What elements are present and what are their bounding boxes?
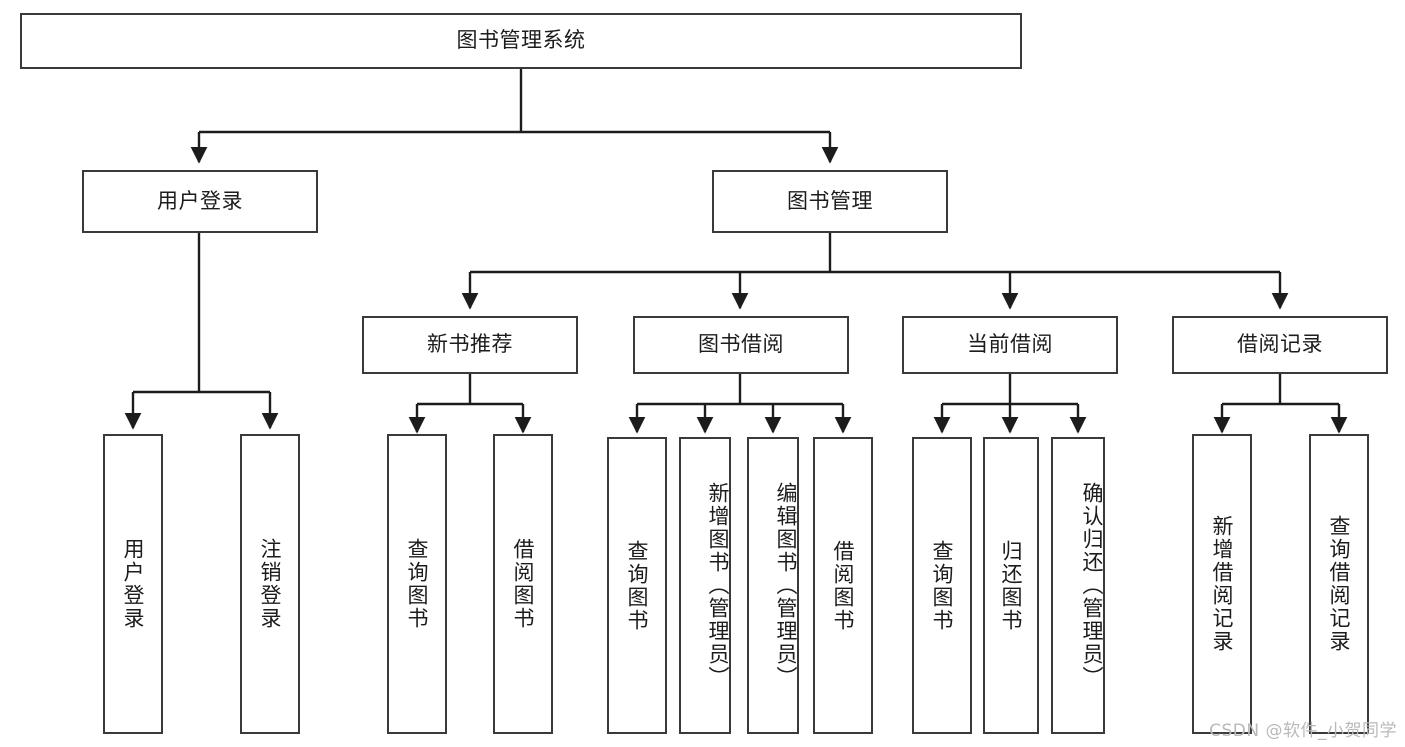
node-book-management[interactable]: 图书管理: [712, 170, 948, 233]
leaf-user-login-signout[interactable]: 注销登录: [240, 434, 300, 734]
leaf-book-borrow-add-book-admin[interactable]: 新增图书（管理员）: [679, 437, 731, 734]
node-label: 用户登录: [157, 188, 243, 213]
node-label: 注销登录: [258, 538, 283, 630]
leaf-current-borrow-query-books[interactable]: 查询图书: [912, 437, 972, 734]
node-label: 编辑图书（管理员）: [774, 482, 798, 689]
node-label: 新增图书（管理员）: [706, 482, 730, 689]
node-label: 查询图书: [625, 539, 650, 632]
node-label: 图书管理: [787, 188, 873, 213]
node-book-borrow[interactable]: 图书借阅: [633, 316, 849, 374]
leaf-book-borrow-edit-book-admin[interactable]: 编辑图书（管理员）: [747, 437, 799, 734]
node-label: 新书推荐: [427, 332, 513, 357]
csdn-watermark: CSDN @软件_小贺同学: [1209, 721, 1397, 741]
node-new-book-recommend[interactable]: 新书推荐: [362, 316, 578, 374]
leaf-book-borrow-query-books[interactable]: 查询图书: [607, 437, 667, 734]
leaf-borrow-records-query-record[interactable]: 查询借阅记录: [1309, 434, 1369, 734]
node-label: 新增借阅记录: [1210, 515, 1235, 653]
leaf-user-login-signin[interactable]: 用户登录: [103, 434, 163, 734]
leaf-current-borrow-return-books[interactable]: 归还图书: [983, 437, 1039, 734]
leaf-new-book-query-books[interactable]: 查询图书: [387, 434, 447, 734]
leaf-current-borrow-confirm-return-admin[interactable]: 确认归还（管理员）: [1051, 437, 1105, 734]
node-label: 归还图书: [999, 539, 1024, 632]
node-label: 图书管理系统: [456, 28, 586, 53]
leaf-new-book-borrow-books[interactable]: 借阅图书: [493, 434, 553, 734]
node-label: 查询图书: [930, 539, 955, 632]
leaf-borrow-records-add-record[interactable]: 新增借阅记录: [1192, 434, 1252, 734]
node-root-library-system[interactable]: 图书管理系统: [20, 13, 1022, 69]
node-label: 确认归还（管理员）: [1080, 482, 1104, 689]
node-label: 图书借阅: [698, 332, 784, 357]
node-borrow-records[interactable]: 借阅记录: [1172, 316, 1388, 374]
leaf-book-borrow-borrow-books[interactable]: 借阅图书: [813, 437, 873, 734]
node-label: 借阅图书: [511, 538, 536, 630]
node-user-login[interactable]: 用户登录: [82, 170, 318, 233]
node-current-borrow[interactable]: 当前借阅: [902, 316, 1118, 374]
node-label: 借阅记录: [1237, 332, 1323, 357]
node-label: 查询图书: [405, 538, 430, 630]
node-label: 查询借阅记录: [1327, 515, 1352, 653]
node-label: 用户登录: [121, 538, 146, 630]
node-label: 当前借阅: [967, 332, 1053, 357]
node-label: 借阅图书: [831, 539, 856, 632]
